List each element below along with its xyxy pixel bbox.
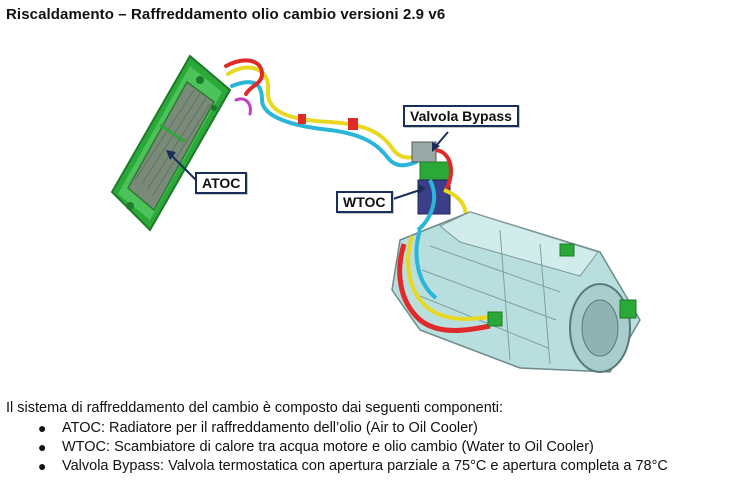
oil-pipes bbox=[224, 58, 420, 168]
list-item-text: WTOC: Scambiatore di calore tra acqua mo… bbox=[62, 439, 594, 455]
bypass-valve-callout: Valvola Bypass bbox=[403, 105, 519, 127]
bullet-icon: ● bbox=[38, 420, 47, 436]
component-list: ● ATOC: Radiatore per il raffreddamento … bbox=[38, 419, 740, 476]
list-item-text: Valvola Bypass: Valvola termostatica con… bbox=[62, 458, 668, 474]
list-item-text: ATOC: Radiatore per il raffreddamento de… bbox=[62, 420, 478, 436]
atoc-callout: ATOC bbox=[195, 172, 248, 194]
description-intro: Il sistema di raffreddamento del cambio … bbox=[6, 400, 504, 416]
atoc-radiator bbox=[110, 54, 232, 232]
list-item: ● WTOC: Scambiatore di calore tra acqua … bbox=[38, 438, 740, 457]
bullet-icon: ● bbox=[38, 439, 47, 455]
bullet-icon: ● bbox=[38, 458, 47, 474]
wtoc-callout: WTOC bbox=[336, 191, 393, 213]
callout-leaders bbox=[166, 131, 449, 201]
list-item: ● ATOC: Radiatore per il raffreddamento … bbox=[38, 419, 740, 438]
list-item: ● Valvola Bypass: Valvola termostatica c… bbox=[38, 457, 740, 476]
page-title: Riscaldamento – Raffreddamento olio camb… bbox=[6, 6, 446, 23]
gearbox bbox=[391, 211, 641, 373]
cooling-system-illustration: ATOC Valvola Bypass WTOC bbox=[0, 30, 748, 400]
